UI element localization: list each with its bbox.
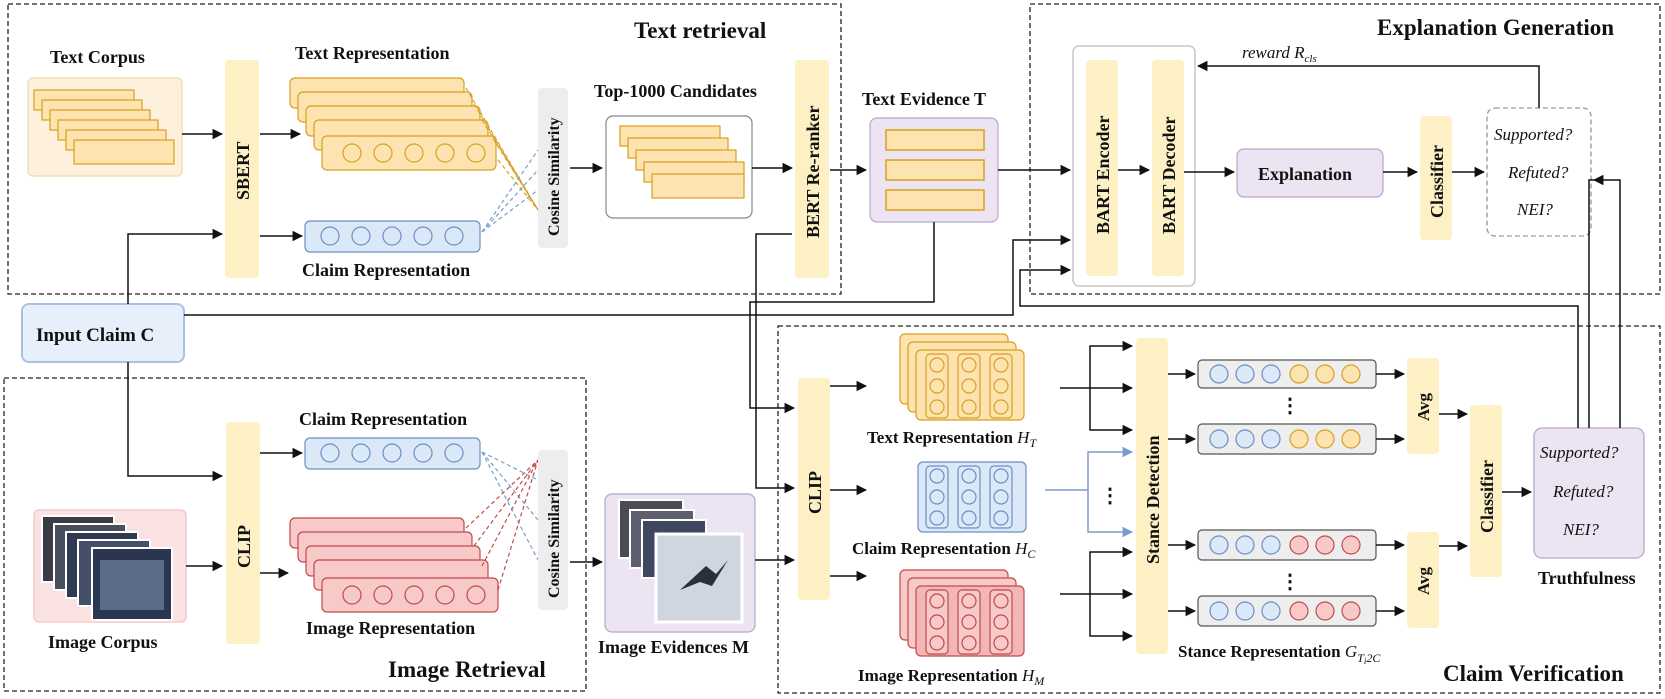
claim-verification-frame bbox=[777, 325, 1661, 694]
input-claim-box bbox=[21, 303, 185, 363]
output-bottom-refuted: Refuted? bbox=[1552, 482, 1614, 501]
clip-verify-module bbox=[798, 378, 830, 600]
claim-to-stance-dots: ⋮ bbox=[1100, 485, 1120, 507]
classifier-bottom-module bbox=[1470, 405, 1502, 577]
stance-row-2 bbox=[1197, 423, 1377, 455]
stance-detection-label: Stance Detection bbox=[1143, 436, 1163, 564]
top-candidates-docs bbox=[619, 125, 745, 199]
explanation-generation-title: Explanation Generation bbox=[1377, 15, 1614, 40]
bert-reranker-module bbox=[795, 60, 829, 278]
bart-decoder-label: BART Decoder bbox=[1159, 116, 1179, 234]
stance-representation-label: Stance Representation GTi2C bbox=[1178, 642, 1381, 666]
classifier-top-label: Classifier bbox=[1427, 145, 1447, 218]
claim-representation-top-circles bbox=[320, 226, 464, 246]
verify-claim-representation-label: Claim Representation HC bbox=[852, 539, 1036, 561]
stance-detection-module bbox=[1136, 338, 1168, 654]
output-bottom-supported: Supported? bbox=[1540, 443, 1619, 462]
cosine-similarity-bottom bbox=[538, 450, 568, 610]
image-evidences-thumbs bbox=[618, 499, 744, 624]
clip-retrieval-module bbox=[226, 422, 260, 644]
image-retrieval-title: Image Retrieval bbox=[388, 657, 546, 682]
text-corpus-docs bbox=[33, 89, 175, 165]
avg-bottom-module bbox=[1407, 532, 1439, 628]
classifier-bottom-label: Classifier bbox=[1477, 460, 1497, 533]
bart-encoder-module bbox=[1086, 60, 1118, 276]
output-top-supported: Supported? bbox=[1494, 125, 1573, 144]
image-representation-circles bbox=[342, 585, 486, 605]
verify-image-representation-label: Image Representation HM bbox=[858, 666, 1045, 688]
bart-decoder-module bbox=[1152, 60, 1184, 276]
output-top-refuted: Refuted? bbox=[1507, 163, 1569, 182]
clip-retrieval-label: CLIP bbox=[234, 525, 254, 568]
claim-representation-top-label: Claim Representation bbox=[302, 260, 470, 280]
sbert-label: SBERT bbox=[233, 142, 253, 200]
image-corpus-label: Image Corpus bbox=[48, 632, 158, 652]
bert-reranker-label: BERT Re-ranker bbox=[803, 105, 823, 238]
verify-image-representation bbox=[899, 569, 1025, 657]
cosine-similarity-top bbox=[538, 88, 568, 248]
clip-verify-label: CLIP bbox=[805, 471, 825, 514]
text-retrieval-frame bbox=[7, 3, 842, 295]
cosine-similarity-top-label: Cosine Similarity bbox=[546, 117, 563, 236]
cosine-links-top bbox=[465, 87, 539, 233]
image-representation-stack bbox=[289, 517, 499, 613]
stance-row-3 bbox=[1197, 529, 1377, 561]
arrows bbox=[127, 60, 1621, 642]
input-claim-label: Input Claim C bbox=[36, 325, 154, 346]
sbert-module bbox=[225, 60, 259, 278]
avg-top-module bbox=[1407, 358, 1439, 454]
bart-encoder-label: BART Encoder bbox=[1093, 115, 1113, 234]
avg-top-label: Avg bbox=[1414, 392, 1433, 421]
verify-text-representation bbox=[899, 333, 1025, 421]
text-representation-circles bbox=[342, 143, 486, 163]
reward-label: reward Rcls bbox=[1242, 43, 1317, 65]
image-corpus-thumbs bbox=[41, 515, 173, 621]
stance-dots-top: ⋮ bbox=[1280, 395, 1300, 417]
text-representation-label: Text Representation bbox=[295, 43, 450, 63]
image-representation-label: Image Representation bbox=[306, 618, 475, 638]
explanation-generation-frame bbox=[1029, 3, 1661, 295]
text-evidence-docs bbox=[885, 129, 985, 211]
image-evidences-label: Image Evidences M bbox=[598, 637, 749, 657]
text-corpus-label: Text Corpus bbox=[50, 47, 145, 67]
verify-text-representation-label: Text Representation HT bbox=[867, 428, 1037, 450]
claim-representation-bottom-circles bbox=[320, 443, 464, 463]
claim-to-stance-arrows bbox=[1045, 446, 1134, 538]
claim-representation-bottom-label: Claim Representation bbox=[299, 409, 467, 429]
verify-claim-representation bbox=[917, 461, 1027, 533]
text-retrieval-title: Text retrieval bbox=[634, 18, 766, 43]
stance-row-1 bbox=[1197, 359, 1377, 389]
avg-bottom-label: Avg bbox=[1414, 566, 1433, 595]
claim-verification-title: Claim Verification bbox=[1443, 661, 1624, 686]
text-evidence-label: Text Evidence T bbox=[862, 89, 986, 109]
stance-dots-bottom: ⋮ bbox=[1280, 571, 1300, 593]
cosine-similarity-bottom-label: Cosine Similarity bbox=[546, 479, 563, 598]
output-top-nei: NEI? bbox=[1516, 200, 1553, 219]
cosine-links-bottom bbox=[465, 451, 539, 591]
explanation-label: Explanation bbox=[1258, 164, 1352, 184]
explanation-box bbox=[1236, 148, 1384, 198]
truthfulness-label: Truthfulness bbox=[1538, 568, 1636, 588]
text-representation-stack bbox=[289, 77, 497, 171]
top-candidates-label: Top-1000 Candidates bbox=[594, 81, 757, 101]
classifier-top-module bbox=[1420, 116, 1452, 240]
output-bottom-nei: NEI? bbox=[1562, 520, 1599, 539]
image-retrieval-frame bbox=[3, 377, 587, 692]
stance-row-4 bbox=[1197, 595, 1377, 627]
